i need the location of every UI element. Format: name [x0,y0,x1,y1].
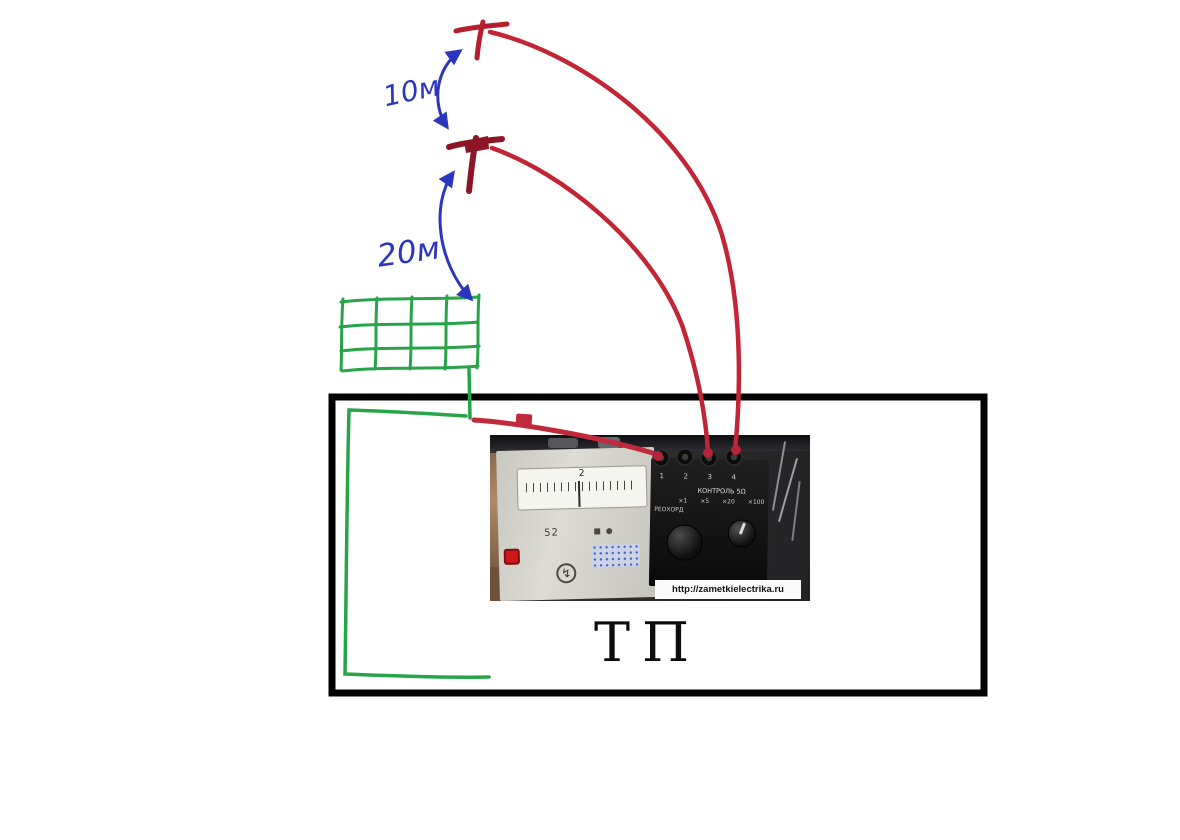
distance-arrow-20m [438,170,474,302]
substation-label: ТП [594,611,701,674]
scale-ticks [525,480,639,493]
far-probe-electrode [453,19,510,61]
scale-value: 2 [578,468,585,479]
terminal-number: 1 [659,472,665,481]
lightning-emblem-icon: ↯ [556,563,577,584]
range-label: ×20 [722,498,735,506]
face-icon [594,528,601,535]
device-top-detail [598,437,620,448]
range-label: ×1 [678,497,688,505]
control-label: КОНТРОЛЬ 5Ω [697,486,746,496]
far-probe-wire [487,29,742,454]
range-knob [727,519,757,548]
terminal-number: 4 [731,473,737,482]
distance-label-10m: 10м [380,69,442,113]
near-probe-wire [489,145,711,455]
near-probe-electrode [446,135,505,194]
range-labels: ×1 ×5 ×20 ×100 [678,497,764,505]
distance-label-20m: 20м [375,230,442,274]
rheochord-knob [666,524,703,561]
rheochord-label: РЕОХОРД [654,506,684,514]
knob-pointer [738,522,746,535]
hologram-sticker [591,543,641,568]
terminal-number: 2 [683,472,689,481]
ground-grid [338,293,481,373]
red-button [503,548,521,565]
range-label: ×5 [700,497,710,505]
range-label: ×100 [747,498,765,506]
grid-down-conductor [467,367,472,420]
device-top-detail [548,438,578,448]
device-face: 2 52 ↯ [496,446,658,601]
earthing-loop-conductor [343,408,491,680]
cable [791,481,801,541]
meter-scale: 2 [516,465,648,511]
wire-connector [515,413,533,426]
face-marking: 52 [544,527,560,539]
terminal-number: 3 [707,472,713,482]
watermark: http://zametkielectrika.ru [655,580,801,599]
face-icon [606,528,613,535]
distance-arrow-10m [432,49,463,130]
control-panel: 1 2 3 4 КОНТРОЛЬ 5Ω ×1 ×5 ×20 ×100 РЕОХО… [648,457,770,589]
device-photo: 2 52 ↯ 1 2 3 4 КОНТРОЛЬ 5Ω ×1 ×5 ×20 ×10… [490,435,810,601]
